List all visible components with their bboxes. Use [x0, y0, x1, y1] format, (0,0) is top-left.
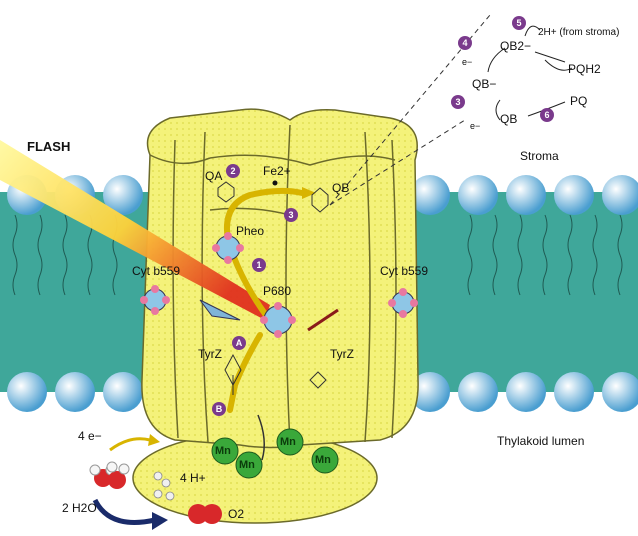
- pheo-label: Pheo: [236, 224, 265, 238]
- water-oxygen-arrow-head: [152, 512, 168, 530]
- inset-pq-label: PQ: [570, 94, 588, 108]
- mn-label-1: Mn: [215, 445, 231, 457]
- inset-qb-radical-label: QB−: [472, 77, 497, 91]
- inset-e2-label: e−: [470, 121, 481, 131]
- electrons-label: 4 e−: [78, 429, 102, 443]
- step-badge-1: 1: [252, 258, 266, 272]
- arrow-to-qb: [302, 187, 316, 199]
- cofactor-clusters: [140, 232, 418, 338]
- oxygen-molecule: [188, 504, 222, 524]
- stroma-label: Stroma: [520, 149, 559, 163]
- cyt-right-label: Cyt b559: [380, 264, 429, 278]
- electron-arrow: [109, 437, 151, 452]
- psii-complex: [141, 108, 419, 449]
- inset-e1-label: e−: [462, 57, 473, 67]
- step-badge-6: 6: [540, 108, 554, 122]
- proton-dots: [153, 471, 175, 501]
- mn-cluster: [211, 428, 339, 479]
- mn-label-2: Mn: [239, 459, 255, 471]
- inset-qb2-label: QB2−: [500, 39, 532, 53]
- step-badge-5: 5: [512, 16, 526, 30]
- oxygen-label: O2: [228, 507, 245, 521]
- tyr-arrow: [257, 414, 265, 461]
- p680-label: P680: [263, 284, 292, 298]
- inset-pqh2-label: PQH2: [568, 62, 601, 76]
- flash-label: FLASH: [27, 139, 71, 154]
- protons-label: 4 H+: [180, 471, 206, 485]
- mn-label-3: Mn: [280, 436, 296, 448]
- qa-label: QA: [205, 169, 223, 183]
- step-badge-3: 3: [284, 208, 298, 222]
- lipid-tails: [12, 214, 623, 296]
- water-oxygen-arrow: [92, 498, 156, 525]
- cyt-left-label: Cyt b559: [132, 264, 181, 278]
- water-molecules: [89, 461, 130, 489]
- inset-2h-label: 2H+ (from stroma): [538, 27, 620, 38]
- fe-dot: [272, 180, 278, 186]
- inset-qb-label: QB: [500, 112, 518, 126]
- step-badge-3-inset: 3: [451, 95, 465, 109]
- lipid-heads-bottom: [7, 372, 638, 412]
- water-label: 2 H2O: [62, 501, 97, 515]
- mn-label-4: Mn: [315, 454, 331, 466]
- connector-lines: [217, 181, 329, 395]
- step-badge-2: 2: [226, 164, 240, 178]
- tyrz-left-label: TyrZ: [198, 347, 222, 361]
- lumen-label: Thylakoid lumen: [497, 434, 585, 448]
- electron-arrow-head: [148, 434, 160, 446]
- step-badge-a: A: [232, 336, 246, 350]
- step-badge-b: B: [212, 402, 226, 416]
- fe-label: Fe2+: [263, 164, 291, 178]
- step-badge-4: 4: [458, 36, 472, 50]
- qb-label: QB: [332, 181, 350, 195]
- tyrz-right-label: TyrZ: [330, 347, 354, 361]
- flash-beam: [0, 140, 270, 320]
- electron-path: [224, 187, 305, 413]
- red-bar: [307, 308, 339, 332]
